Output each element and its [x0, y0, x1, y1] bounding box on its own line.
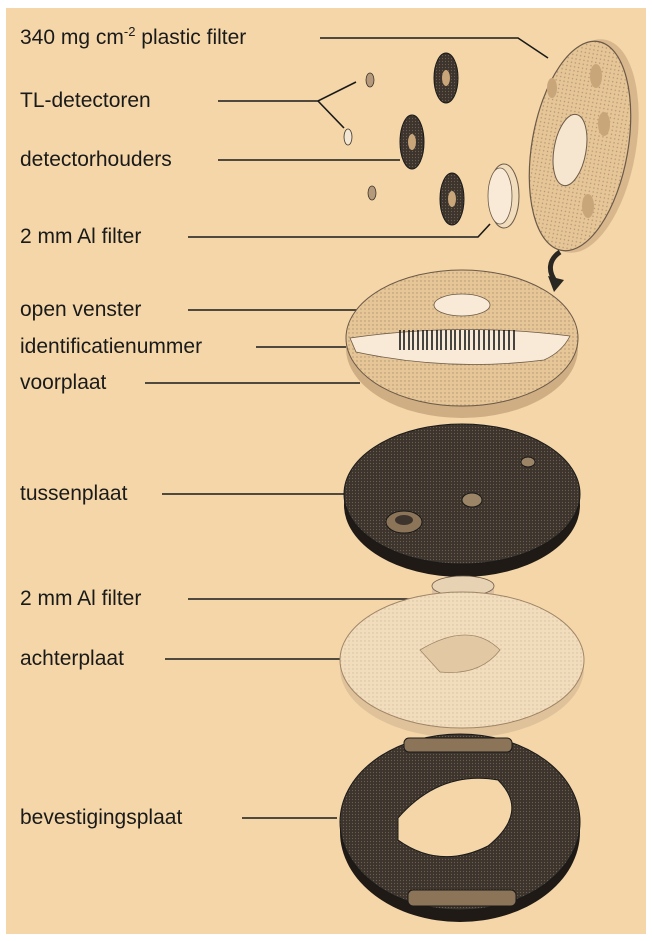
label-al-filter-top: 2 mm Al filter	[20, 226, 141, 247]
leader-plastic-filter	[320, 38, 548, 58]
plastic-filter-disc	[514, 31, 652, 261]
label-voorplaat: voorplaat	[20, 372, 106, 393]
label-tl-detectoren: TL-detectoren	[20, 90, 151, 111]
label-plastic-filter-main: 340 mg cm	[20, 26, 124, 49]
label-plastic-filter: 340 mg cm-2 plastic filter	[20, 27, 246, 48]
achterplaat-part	[340, 592, 584, 738]
al-filter-top-part	[488, 164, 519, 228]
detector-holders	[400, 53, 464, 225]
rotate-arrow-icon	[548, 252, 564, 292]
label-tussenplaat: tussenplaat	[20, 483, 127, 504]
leader-al-filter-top	[188, 224, 490, 237]
leader-tl-detectoren-b	[318, 101, 344, 128]
tl-detector-chips	[344, 73, 376, 200]
label-open-venster: open venster	[20, 299, 141, 320]
label-achterplaat: achterplaat	[20, 648, 124, 669]
leader-tl-detectoren-a	[218, 82, 356, 101]
bevestigingsplaat-part	[340, 734, 580, 922]
label-identificatienummer: identificatienummer	[20, 336, 202, 357]
tussenplaat-part	[344, 424, 580, 577]
label-al-filter-bottom: 2 mm Al filter	[20, 588, 141, 609]
voorplaat-part	[346, 270, 578, 418]
label-plastic-filter-exponent: -2	[124, 24, 136, 39]
label-detectorhouders: detectorhouders	[20, 149, 172, 170]
label-plastic-filter-rest: plastic filter	[135, 26, 246, 49]
label-bevestigingsplaat: bevestigingsplaat	[20, 807, 182, 828]
